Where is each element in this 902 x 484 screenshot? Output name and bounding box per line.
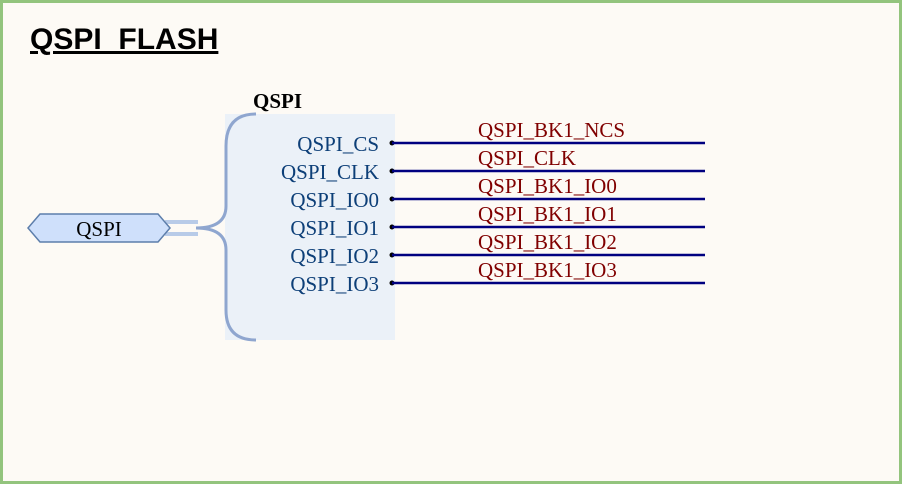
net-label: QSPI_BK1_IO0: [478, 174, 617, 198]
pin-label: QSPI_IO0: [290, 188, 379, 212]
wires: [392, 141, 705, 285]
harness-pins: QSPI_CS QSPI_CLK QSPI_IO0 QSPI_IO1 QSPI_…: [281, 132, 379, 296]
pin-label: QSPI_IO3: [290, 272, 379, 296]
net-label: QSPI_BK1_NCS: [478, 118, 625, 142]
harness-body: [225, 114, 395, 340]
harness-bundle: [165, 220, 198, 236]
harness-name: QSPI: [253, 89, 302, 113]
pin-label: QSPI_CLK: [281, 160, 379, 184]
pin-label: QSPI_IO2: [290, 244, 379, 268]
net-label: QSPI_BK1_IO1: [478, 202, 617, 226]
net-label: QSPI_BK1_IO3: [478, 258, 617, 282]
qspi-port[interactable]: [27, 213, 171, 243]
sheet-title: QSPI_FLASH: [30, 23, 219, 56]
pin-label: QSPI_CS: [297, 132, 379, 156]
net-labels: QSPI_BK1_NCS QSPI_CLK QSPI_BK1_IO0 QSPI_…: [478, 118, 625, 282]
pin-label: QSPI_IO1: [290, 216, 379, 240]
net-label: QSPI_BK1_IO2: [478, 230, 617, 254]
harness-brace: [195, 112, 257, 342]
net-label: QSPI_CLK: [478, 146, 576, 170]
qspi-port-label: QSPI: [76, 217, 122, 241]
